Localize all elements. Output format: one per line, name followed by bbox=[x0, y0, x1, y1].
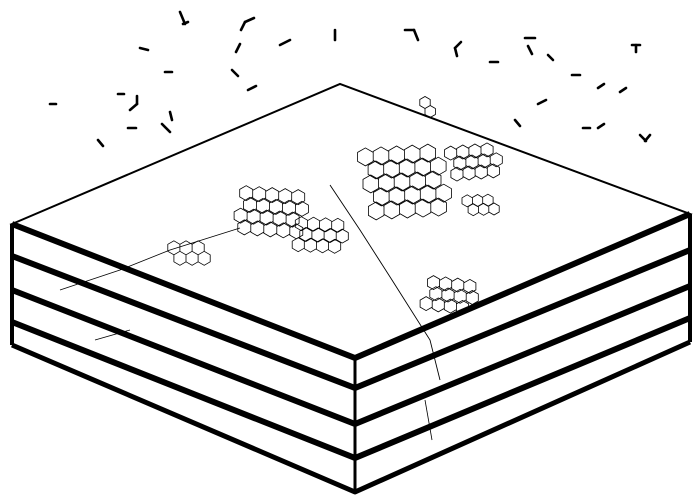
fragment-29 bbox=[248, 86, 256, 90]
fragment-30 bbox=[236, 44, 240, 52]
fragment-12 bbox=[528, 46, 532, 54]
fragment-36 bbox=[645, 135, 650, 141]
fragment-19 bbox=[140, 48, 148, 50]
fragment-23 bbox=[98, 140, 103, 146]
fragment-7 bbox=[414, 30, 418, 40]
fragment-34 bbox=[598, 124, 604, 128]
crack-line-4 bbox=[425, 400, 432, 440]
fragment-24 bbox=[130, 104, 137, 110]
fragment-17 bbox=[598, 84, 604, 88]
fragment-28 bbox=[170, 112, 172, 120]
fragment-4 bbox=[280, 40, 290, 45]
layer-stack bbox=[12, 84, 690, 492]
fragment-27 bbox=[162, 124, 170, 132]
fragment-32 bbox=[538, 100, 546, 104]
fragment-2 bbox=[245, 18, 254, 22]
fragment-9 bbox=[455, 48, 457, 56]
fragment-1 bbox=[183, 22, 188, 24]
fragment-37 bbox=[232, 70, 238, 76]
fragment-18 bbox=[620, 88, 626, 92]
fragment-13 bbox=[548, 55, 553, 60]
top-sheet-surface bbox=[12, 84, 690, 358]
fragment-31 bbox=[515, 120, 520, 126]
fragment-3 bbox=[241, 22, 245, 30]
